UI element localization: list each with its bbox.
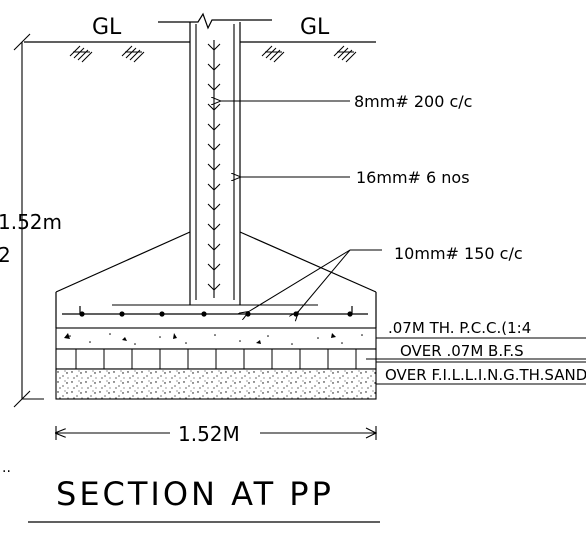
- bar-10mm-label: 10mm# 150 c/c: [394, 244, 523, 263]
- bottom-mesh: [62, 304, 368, 317]
- bar-8mm-label: 8mm# 200 c/c: [354, 92, 472, 111]
- bar-16mm-label: 16mm# 6 nos: [356, 168, 470, 187]
- cut-marker: ..: [2, 460, 11, 476]
- column-outline: [189, 22, 241, 305]
- pcc-label: .07M TH. P.C.C.(1:4: [388, 319, 531, 337]
- sand-label: OVER F.I.L.L.I.N.G.TH.SAND: [385, 366, 586, 384]
- gl-left-label: GL: [92, 15, 122, 40]
- depth-label: 1.52m: [0, 210, 62, 234]
- layer-leader-lines: [366, 337, 586, 385]
- bfs-layer: [55, 348, 377, 370]
- depth-dimension: [13, 33, 44, 408]
- width-label: 1.52M: [178, 422, 240, 446]
- vertical-bars: [195, 24, 235, 300]
- bfs-label: OVER .07M B.F.S: [400, 342, 524, 360]
- footing-outline: [55, 231, 377, 328]
- width-dimension: [56, 426, 378, 440]
- column-break-line: [158, 12, 272, 30]
- lateral-ties: [207, 43, 221, 291]
- sand-filling-layer: [55, 368, 377, 400]
- leader-10mm: [248, 249, 382, 312]
- pcc-layer: [55, 327, 377, 350]
- gl-right-label: GL: [300, 15, 330, 40]
- depth-label-second-line: 2: [0, 243, 11, 267]
- soil-hatch-symbols: [69, 45, 357, 63]
- section-title: SECTION AT PP: [56, 475, 334, 513]
